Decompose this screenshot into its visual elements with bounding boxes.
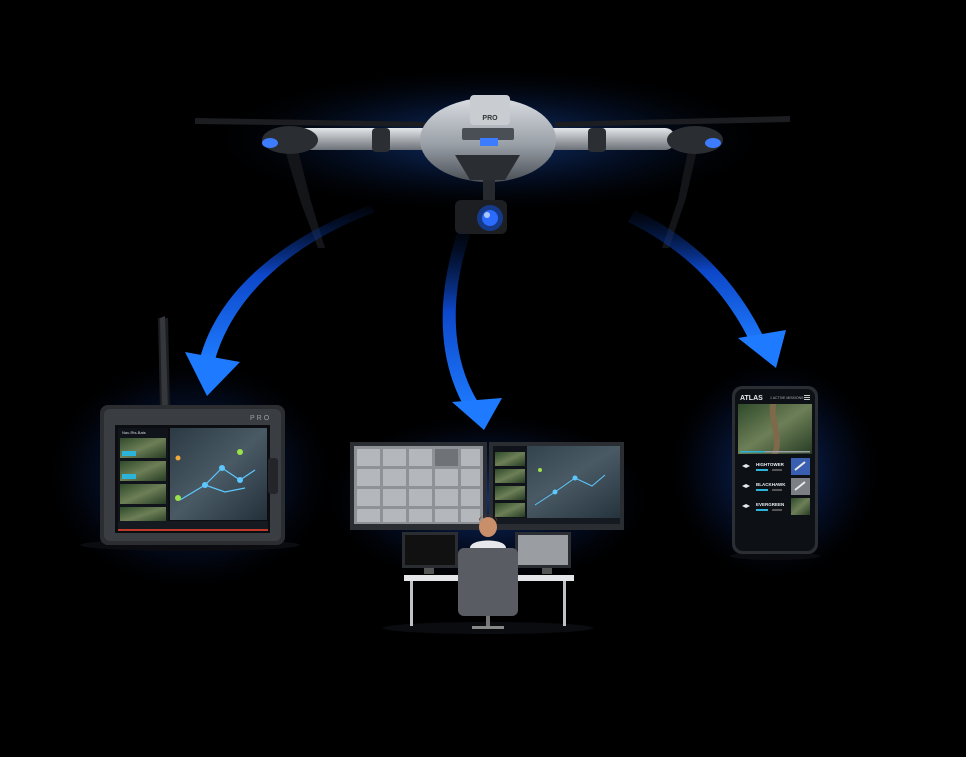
list-item[interactable]: EVERGREEN: [742, 498, 810, 515]
phone: ATLAS 1 ACTIVE MISSIONS HIGHTOWER BLACKH…: [730, 386, 820, 560]
arrow-left: curved-arrow-icon: [185, 205, 375, 396]
svg-text:HIGHTOWER: HIGHTOWER: [756, 462, 785, 467]
list-item[interactable]: BLACKHAWK: [742, 478, 810, 495]
tablet-brand-mark: PRO: [250, 415, 271, 422]
tablet: PRO Nav-Rts-Bats: [80, 316, 300, 551]
drone: PRO: [195, 95, 790, 248]
list-item[interactable]: HIGHTOWER: [742, 458, 810, 475]
mission-list: HIGHTOWER BLACKHAWK EVERGREEN: [742, 458, 810, 515]
svg-text:BLACKHAWK: BLACKHAWK: [756, 482, 786, 487]
arrow-right: [628, 210, 786, 368]
arrow-center: [442, 230, 502, 430]
svg-text:EVERGREEN: EVERGREEN: [756, 502, 784, 507]
control-station: [350, 442, 624, 634]
phone-header-sub: 1 ACTIVE MISSIONS: [770, 396, 804, 400]
tablet-screen-header: Nav-Rts-Bats: [122, 430, 146, 435]
drone-brand-mark: PRO: [482, 115, 498, 122]
phone-app-name: ATLAS: [740, 395, 763, 402]
